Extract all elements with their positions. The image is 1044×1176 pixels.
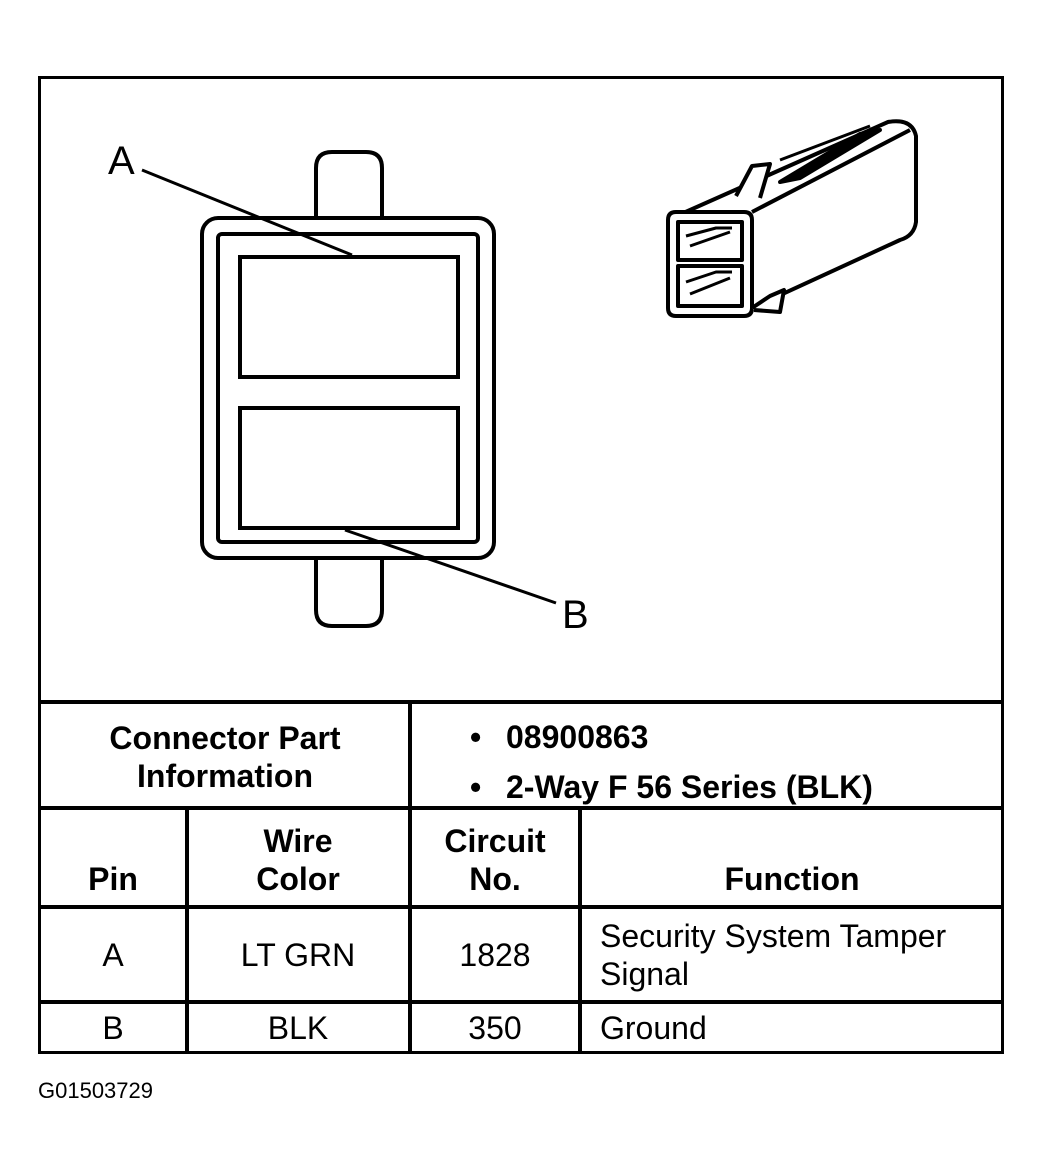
row-a-function: Security System Tamper Signal [600, 917, 947, 992]
row-a-wire-color: LT GRN [240, 936, 356, 973]
connector-body-outline [200, 216, 496, 560]
connector-perspective-view [666, 119, 918, 318]
cavity-b [238, 406, 460, 530]
col-divider-pin [185, 808, 189, 1054]
diagram-frame [38, 76, 1004, 1054]
part-info-divider [408, 700, 412, 810]
lower-latch-tab [314, 558, 384, 628]
row-b-function: Ground [600, 1010, 707, 1046]
row-a-circuit: 1828 [459, 936, 531, 973]
figure-id: G01503729 [38, 1078, 153, 1103]
leader-line-b [344, 528, 557, 605]
row-b-circuit: 350 [468, 1010, 522, 1046]
leader-line-a [141, 168, 353, 257]
header-pin: Pin [88, 861, 138, 897]
part-info-item: •08900863 [470, 719, 649, 755]
row-a-bottom-border [38, 1000, 1004, 1004]
row-a-pin: A [102, 936, 124, 973]
upper-latch-tab [314, 150, 384, 218]
col-divider-wire [408, 808, 412, 1054]
pin-label-a: A [108, 139, 135, 183]
connector-inner-outline [216, 232, 480, 544]
row-b-wire-color: BLK [267, 1010, 329, 1046]
header-circuit-no: Circuit No. [444, 823, 546, 897]
connector-face-view [141, 150, 557, 628]
header-function: Function [724, 861, 860, 897]
part-info-bottom-border [38, 806, 1004, 810]
header-bottom-border [38, 905, 1004, 909]
part-info-label: Connector Part Information [109, 720, 341, 794]
table-top-border [38, 700, 1004, 704]
header-wire-color: Wire Color [256, 823, 340, 897]
part-info-item: •2-Way F 56 Series (BLK) [470, 769, 873, 805]
cavity-a [238, 255, 460, 379]
part-info-list: •08900863 •2-Way F 56 Series (BLK) [470, 712, 873, 812]
col-divider-circuit [578, 808, 582, 1054]
pin-label-b: B [562, 593, 589, 637]
row-b-pin: B [102, 1010, 124, 1046]
